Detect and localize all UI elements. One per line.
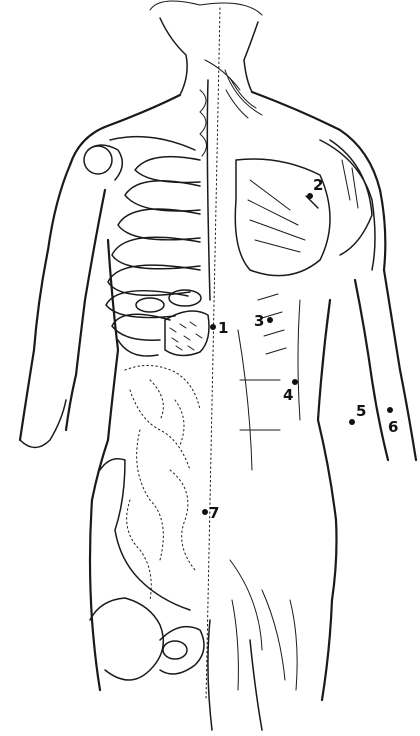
point-3 [267, 317, 273, 323]
ribcage [84, 80, 210, 356]
label-6: 6 [388, 418, 398, 436]
label-5: 5 [356, 402, 366, 420]
marker-labels: 1 2 3 4 5 6 7 [209, 176, 398, 522]
label-2: 2 [313, 176, 323, 194]
point-6 [387, 407, 393, 413]
marker-points [202, 193, 393, 515]
label-7: 7 [209, 504, 219, 522]
label-3: 3 [254, 312, 264, 330]
point-5 [349, 419, 355, 425]
pelvis [90, 598, 204, 680]
point-4 [292, 379, 298, 385]
head-neck [150, 1, 262, 95]
muscles [225, 70, 372, 690]
label-1: 1 [218, 319, 228, 337]
label-4: 4 [283, 386, 293, 404]
intestines [100, 365, 200, 610]
point-1 [210, 324, 216, 330]
point-7 [202, 509, 208, 515]
